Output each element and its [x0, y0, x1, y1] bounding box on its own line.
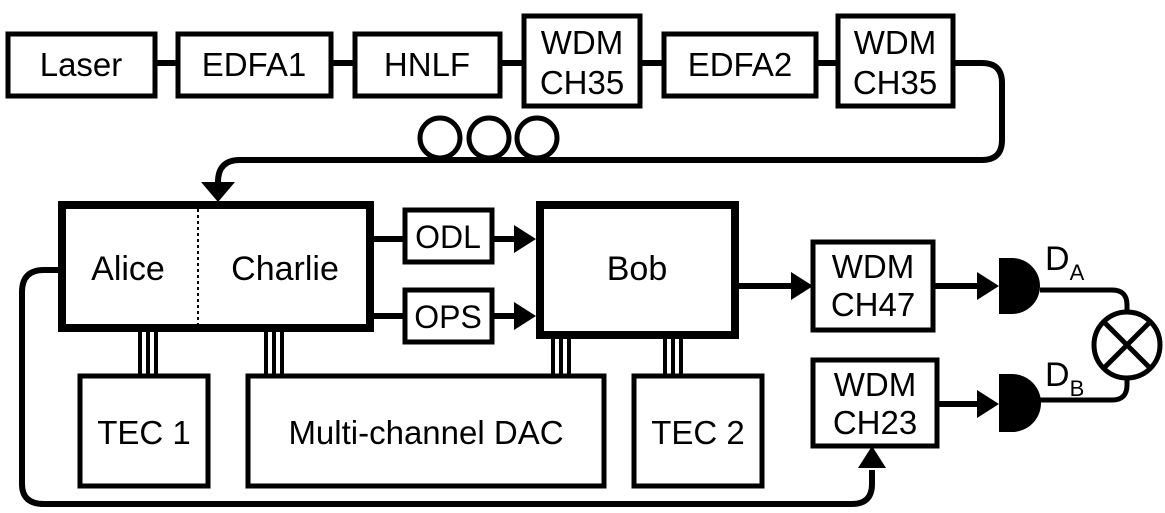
- alice-label: Alice: [91, 250, 165, 288]
- detector-a-main: D: [1045, 240, 1070, 278]
- detector-b-label: DB: [1045, 356, 1084, 401]
- wdm-ch35-first-line2: CH35: [540, 64, 624, 101]
- photodetector-b: DB: [999, 356, 1084, 432]
- wdm-ch35-first-block: WDM CH35: [521, 13, 643, 109]
- tec2-label: TEC 2: [651, 414, 745, 451]
- detector-a-label: DA: [1045, 240, 1085, 285]
- photodetector-icon: [999, 374, 1041, 432]
- wire-wdm2-to-alice: [215, 60, 1005, 186]
- tec1-label: TEC 1: [97, 414, 191, 451]
- ops-block: OPS: [402, 287, 495, 345]
- wire-da-mixer: [1040, 287, 1130, 310]
- bob-block: Bob: [536, 201, 739, 339]
- dac-block: Multi-channel DAC: [245, 373, 607, 489]
- bus-charlie-dac: [264, 328, 284, 376]
- fiber-spool-icon: [417, 115, 560, 161]
- odl-block: ODL: [402, 207, 495, 265]
- wdm-ch23-line2: CH23: [833, 404, 917, 441]
- alice-charlie-block: Alice Charlie: [58, 201, 374, 332]
- tec1-block: TEC 1: [77, 373, 211, 489]
- wdm-ch47-block: WDM CH47: [810, 239, 936, 333]
- photodetector-a: DA: [999, 240, 1085, 314]
- laser-label: Laser: [40, 46, 123, 83]
- odl-label: ODL: [415, 219, 481, 255]
- arrow-into-alice: [201, 182, 235, 202]
- detector-b-sub: B: [1070, 376, 1085, 401]
- arrow-bob-wdm47: [791, 272, 813, 300]
- arrow-ops-bob: [514, 302, 536, 330]
- wdm-ch23-block: WDM CH23: [810, 357, 940, 449]
- bus-bob-tec2: [663, 335, 683, 376]
- dac-label: Multi-channel DAC: [288, 414, 563, 451]
- edfa1-block: EDFA1: [175, 31, 334, 99]
- wdm-ch35-second-block: WDM CH35: [835, 13, 956, 109]
- bus-bob-dac: [551, 335, 571, 376]
- edfa1-label: EDFA1: [202, 46, 307, 83]
- bus-alice-tec1: [138, 328, 158, 376]
- connections: [19, 60, 1130, 507]
- detector-b-main: D: [1045, 356, 1070, 394]
- detector-a-sub: A: [1070, 260, 1085, 285]
- mixer-icon: [1091, 309, 1163, 381]
- wdm-ch47-line1: WDM: [832, 248, 914, 285]
- wdm-ch47-line2: CH47: [831, 286, 915, 323]
- arrow-into-wdm23: [858, 446, 886, 468]
- hnlf-label: HNLF: [384, 46, 470, 83]
- wdm-ch35-second-line1: WDM: [854, 24, 936, 61]
- arrow-odl-bob: [514, 225, 536, 253]
- edfa2-block: EDFA2: [661, 31, 819, 99]
- charlie-label: Charlie: [231, 250, 339, 288]
- wdm-ch35-first-line1: WDM: [541, 24, 623, 61]
- bob-label: Bob: [607, 250, 668, 288]
- arrow-wdm47-da: [977, 272, 999, 300]
- photodetector-icon: [999, 258, 1040, 314]
- hnlf-block: HNLF: [352, 31, 503, 99]
- arrow-wdm23-db: [977, 390, 999, 418]
- wdm-ch23-line1: WDM: [834, 366, 916, 403]
- laser-block: Laser: [5, 31, 158, 99]
- edfa2-label: EDFA2: [688, 46, 793, 83]
- wdm-ch35-second-line2: CH35: [853, 64, 937, 101]
- tec2-block: TEC 2: [631, 373, 765, 489]
- ops-label: OPS: [414, 299, 482, 335]
- wire-db-mixer: [1040, 380, 1130, 403]
- wire-alice-loop-wdm23: [19, 267, 875, 507]
